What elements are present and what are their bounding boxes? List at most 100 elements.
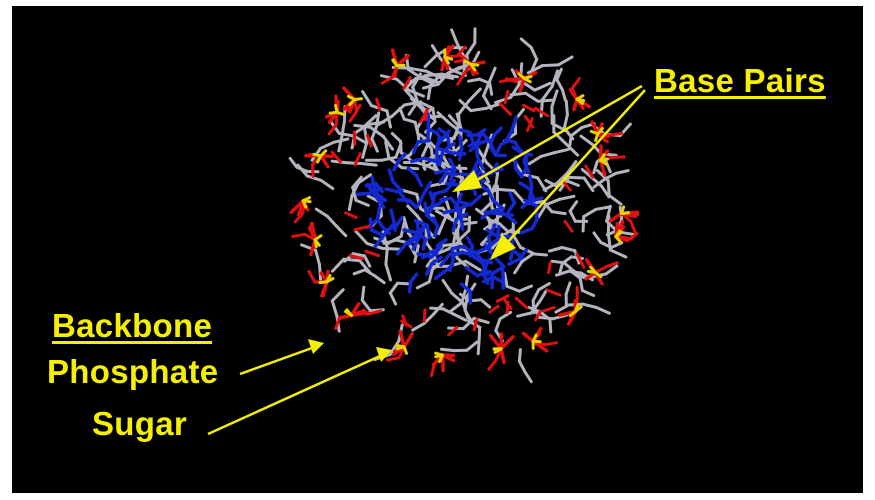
sugar-stick [408, 66, 428, 73]
sugar-stick [385, 109, 392, 129]
oxygen-stick [534, 309, 542, 322]
sugar-stick [360, 285, 366, 302]
sugar-stick [564, 99, 569, 117]
sugar-stick [394, 142, 403, 159]
sugar-stick [381, 246, 401, 251]
base-stick [473, 250, 484, 262]
base-stick [507, 257, 521, 266]
oxygen-stick [307, 270, 317, 284]
oxygen-stick [608, 131, 624, 137]
base-stick [402, 228, 418, 235]
sugar-stick [465, 41, 477, 57]
base-stick [470, 254, 485, 265]
sugar-stick [552, 148, 570, 155]
base-stick [387, 168, 395, 184]
sugar-stick [360, 162, 378, 167]
sugar-stick [581, 215, 586, 233]
sugar-stick [319, 178, 335, 190]
phosphorus-atom [443, 55, 454, 61]
base-stick [422, 180, 433, 195]
sugar-stick [314, 207, 329, 218]
oxygen-stick [514, 296, 529, 310]
sugar-stick [536, 176, 548, 193]
base-stick [414, 223, 429, 235]
base-stick [430, 191, 437, 207]
base-stick [475, 142, 480, 159]
base-stick [484, 210, 501, 216]
sugar-stick [527, 154, 543, 166]
sugar-stick [476, 339, 481, 356]
base-stick [459, 282, 472, 294]
sugar-stick [562, 113, 569, 130]
base-stick [468, 244, 475, 258]
base-stick [506, 201, 517, 214]
sugar-stick [567, 175, 586, 180]
sugar-stick [592, 231, 603, 244]
sugar-stick [425, 76, 439, 84]
base-stick [439, 252, 452, 267]
oxygen-stick [518, 76, 526, 93]
base-stick [407, 280, 413, 294]
sugar-stick [614, 169, 630, 175]
oxygen-stick [456, 72, 466, 86]
oxygen-stick [533, 106, 550, 118]
sugar-stick [582, 176, 595, 193]
sugar-stick [406, 67, 422, 79]
sugar-stick [592, 160, 599, 175]
base-stick [395, 242, 408, 256]
sugar-stick [384, 262, 393, 282]
oxygen-stick [293, 211, 305, 224]
sugar-stick [467, 77, 481, 83]
sugar-stick [520, 252, 535, 263]
base-stick [425, 223, 432, 240]
sugar-stick [526, 64, 544, 75]
oxygen-stick [330, 150, 342, 164]
base-stick [436, 238, 448, 248]
sugar-stick [388, 291, 398, 306]
oxygen-stick [575, 252, 586, 269]
sugar-stick [560, 88, 567, 102]
base-stick [508, 191, 517, 205]
base-stick [516, 146, 529, 158]
oxygen-stick [570, 86, 579, 101]
sugar-stick [516, 311, 533, 318]
sugar-stick [451, 228, 458, 246]
base-stick [373, 234, 386, 249]
sugar-stick [446, 240, 462, 251]
base-stick [429, 255, 443, 266]
base-stick [508, 246, 515, 261]
oxygen-stick [365, 309, 383, 316]
sugar-stick [288, 156, 299, 169]
oxygen-stick [625, 232, 639, 243]
base-stick [391, 218, 397, 232]
sugar-stick [607, 193, 623, 206]
sugar-stick [353, 123, 372, 129]
oxygen-stick [584, 164, 595, 179]
base-stick [438, 171, 448, 184]
base-stick [492, 126, 503, 137]
diagram-canvas: Base Pairs Backbone Phosphate Sugar [12, 6, 863, 493]
base-stick [416, 191, 426, 207]
sugar-stick [560, 255, 573, 265]
base-stick [519, 226, 534, 235]
sugar-stick [412, 97, 426, 110]
base-stick [469, 194, 483, 207]
sugar-stick [513, 260, 524, 275]
base-stick [421, 237, 428, 251]
sugar-stick [440, 72, 459, 79]
base-stick [448, 258, 455, 273]
sugar-stick [326, 214, 338, 228]
sugar-stick [538, 315, 555, 321]
oxygen-stick [419, 108, 429, 124]
base-stick [492, 254, 506, 269]
sugar-stick [461, 316, 476, 331]
base-stick [444, 178, 457, 193]
base-stick [384, 187, 401, 194]
sugar-stick [481, 198, 495, 213]
label-backbone: Backbone [52, 307, 213, 344]
sugar-stick [351, 252, 367, 258]
base-stick [368, 186, 384, 196]
sugar-stick [434, 209, 451, 220]
oxygen-stick [487, 358, 498, 371]
sugar-stick [564, 142, 580, 157]
